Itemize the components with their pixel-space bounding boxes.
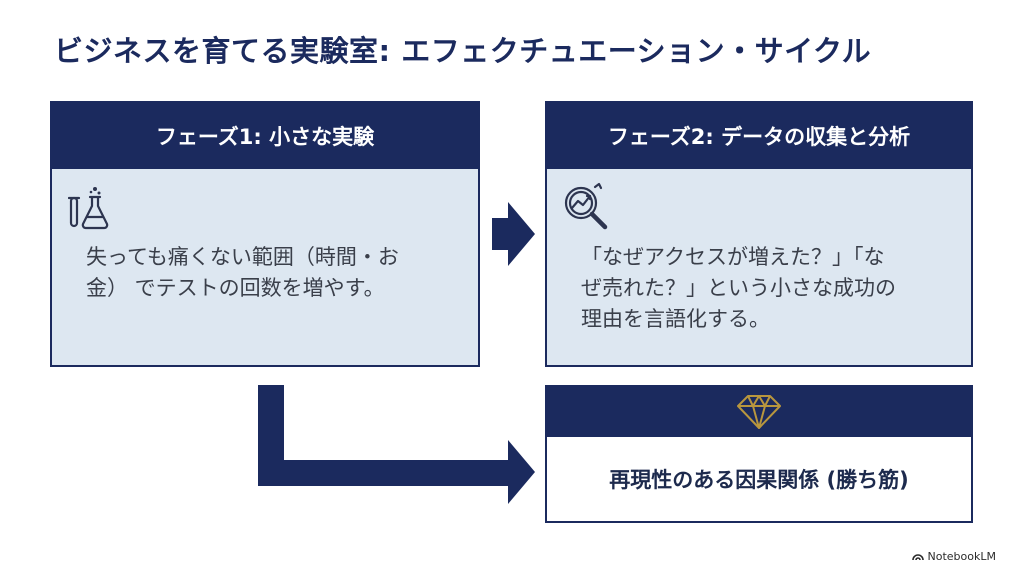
phase2-heading: フェーズ2: データの収集と分析 xyxy=(547,103,971,169)
result-text: 再現性のある因果関係 (勝ち筋) xyxy=(609,468,909,492)
result-box: 再現性のある因果関係 (勝ち筋) xyxy=(545,385,973,523)
phase2-box: フェーズ2: データの収集と分析 「なぜアクセスが増えた？」「な ぜ売れた？」と… xyxy=(545,101,973,367)
phase1-box: フェーズ1: 小さな実験 失っても痛くない範囲（時間・お 金） でテストの回数を… xyxy=(50,101,480,367)
phase1-text: 失っても痛くない範囲（時間・お 金） でテストの回数を増やす。 xyxy=(86,242,399,304)
result-head xyxy=(547,387,971,437)
bent-arrow xyxy=(258,385,535,504)
phase1-heading: フェーズ1: 小さな実験 xyxy=(52,103,478,169)
page-title: ビジネスを育てる実験室: エフェクチュエーション・サイクル xyxy=(54,34,872,68)
phase2-line: 理由を言語化する。 xyxy=(581,307,770,331)
phase2-line: 「なぜアクセスが増えた？」「な xyxy=(581,245,885,269)
phase2-text: 「なぜアクセスが増えた？」「な ぜ売れた？」という小さな成功の 理由を言語化する… xyxy=(581,242,896,335)
phase1-line: 金） でテストの回数を増やす。 xyxy=(86,276,385,300)
notebooklm-icon xyxy=(911,554,924,561)
brand-label: NotebookLM xyxy=(927,550,996,563)
brand-logo: NotebookLM xyxy=(911,550,996,563)
magnify-chart-icon xyxy=(564,182,608,230)
phase2-line: ぜ売れた？」という小さな成功の xyxy=(581,276,896,300)
phase1-line: 失っても痛くない範囲（時間・お xyxy=(86,245,399,269)
lab-flask-icon xyxy=(68,187,109,230)
diamond-icon xyxy=(737,395,781,429)
right-arrow xyxy=(492,202,535,266)
